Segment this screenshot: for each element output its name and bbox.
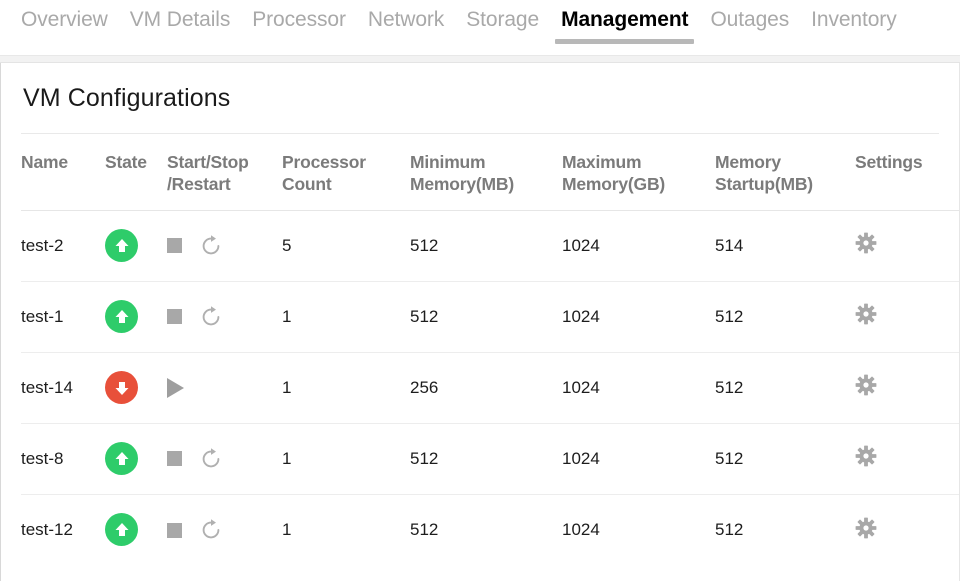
cell-minimum-memory: 512: [410, 209, 562, 282]
start-icon[interactable]: [167, 377, 184, 398]
tab-outages[interactable]: Outages: [710, 8, 790, 31]
tab-storage[interactable]: Storage: [466, 8, 540, 31]
cell-processor-count: 1: [282, 280, 410, 353]
cell-processor-count: 1: [282, 422, 410, 495]
state-running-up-arrow-icon[interactable]: [105, 229, 138, 263]
cell-state: [105, 351, 167, 424]
cell-memory-startup: 514: [715, 209, 855, 282]
tab-vm-details[interactable]: VM Details: [129, 8, 231, 31]
tab-network[interactable]: Network: [367, 8, 445, 31]
cell-memory-startup: 512: [715, 422, 855, 495]
state-stopped-down-arrow-icon[interactable]: [105, 371, 138, 405]
column-header-memory-startup: Memory Startup(MB): [715, 152, 813, 195]
cell-memory-startup: 512: [715, 493, 855, 566]
column-header-maximum-memory: Maximum Memory(GB): [562, 152, 666, 195]
cell-maximum-memory: 1024: [562, 351, 715, 424]
cell-actions: [167, 422, 282, 495]
restart-icon[interactable]: [200, 306, 222, 328]
cell-vm-name: test-12: [21, 493, 105, 566]
column-header-actions-line2: /Restart: [167, 174, 231, 195]
cell-processor-count: 1: [282, 351, 410, 424]
cell-actions: [167, 351, 282, 424]
cell-vm-name: test-2: [21, 209, 105, 282]
cell-vm-name: test-14: [21, 351, 105, 424]
tab-bar: Overview VM Details Processor Network Storag…: [0, 0, 960, 55]
table-header-row: Name State Start/Stop /Restart Processor…: [21, 134, 959, 210]
cell-processor-count: 1: [282, 493, 410, 566]
stop-icon[interactable]: [167, 522, 182, 538]
column-header-minimum-memory: Minimum Memory(MB): [410, 152, 514, 195]
cell-maximum-memory: 1024: [562, 209, 715, 282]
cell-actions: [167, 209, 282, 282]
state-running-up-arrow-icon[interactable]: [105, 300, 138, 334]
gear-icon[interactable]: [855, 232, 877, 254]
tab-management[interactable]: Management: [550, 0, 699, 44]
cell-minimum-memory: 512: [410, 280, 562, 353]
cell-settings: [855, 422, 959, 495]
state-running-up-arrow-icon[interactable]: [105, 442, 138, 476]
stop-icon[interactable]: [167, 309, 182, 325]
cell-state: [105, 493, 167, 566]
stop-icon[interactable]: [167, 451, 182, 467]
cell-maximum-memory: 1024: [562, 493, 715, 566]
title-divider: [21, 133, 939, 134]
vm-configurations-table: Name State Start/Stop /Restart Processor…: [21, 134, 959, 566]
stop-icon[interactable]: [167, 238, 182, 254]
state-running-up-arrow-icon[interactable]: [105, 513, 138, 547]
restart-icon[interactable]: [200, 448, 222, 470]
cell-actions: [167, 280, 282, 353]
cell-memory-startup: 512: [715, 351, 855, 424]
gear-icon[interactable]: [855, 303, 877, 325]
cell-processor-count: 5: [282, 209, 410, 282]
column-header-processor-count: Processor Count: [282, 152, 366, 195]
column-header-settings: Settings: [855, 152, 923, 172]
cell-settings: [855, 493, 959, 566]
cell-state: [105, 280, 167, 353]
gear-icon[interactable]: [855, 445, 877, 467]
cell-actions: [167, 493, 282, 566]
cell-vm-name: test-8: [21, 422, 105, 495]
restart-icon[interactable]: [200, 519, 222, 541]
cell-state: [105, 422, 167, 495]
gear-icon[interactable]: [855, 374, 877, 396]
column-header-state: State: [105, 152, 147, 172]
tab-overview[interactable]: Overview: [21, 8, 108, 31]
restart-icon[interactable]: [200, 235, 222, 257]
page-title: VM Configurations: [23, 84, 231, 112]
cell-minimum-memory: 512: [410, 493, 562, 566]
tab-bar-divider: [0, 55, 960, 63]
column-header-name: Name: [21, 152, 68, 172]
cell-state: [105, 209, 167, 282]
gear-icon[interactable]: [855, 517, 877, 539]
vm-configurations-panel: VM Configurations Name State Start/Stop …: [0, 63, 960, 581]
column-header-actions-line1: Start/Stop: [167, 152, 249, 172]
cell-settings: [855, 209, 959, 282]
tab-processor[interactable]: Processor: [252, 8, 346, 31]
tab-inventory[interactable]: Inventory: [811, 8, 897, 31]
cell-maximum-memory: 1024: [562, 422, 715, 495]
cell-memory-startup: 512: [715, 280, 855, 353]
cell-settings: [855, 351, 959, 424]
column-header-actions: Start/Stop /Restart: [167, 134, 282, 210]
cell-settings: [855, 280, 959, 353]
cell-minimum-memory: 256: [410, 351, 562, 424]
cell-vm-name: test-1: [21, 280, 105, 353]
cell-minimum-memory: 512: [410, 422, 562, 495]
cell-maximum-memory: 1024: [562, 280, 715, 353]
